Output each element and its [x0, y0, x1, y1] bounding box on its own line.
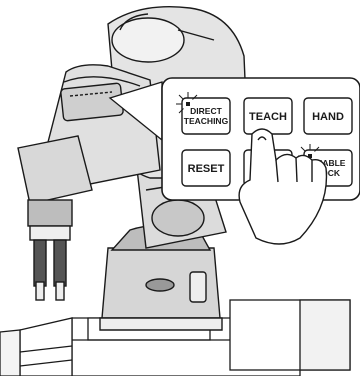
panel-button-label: RESET: [188, 163, 225, 175]
panel-button-label: DIRECT: [190, 106, 222, 116]
panel-button-label: TEACH: [249, 111, 287, 123]
panel-button-hand[interactable]: HAND: [304, 98, 352, 134]
panel-button-label: HAND: [312, 111, 344, 123]
panel-button-reset[interactable]: RESET: [182, 150, 230, 186]
robot-wrist: [18, 136, 92, 300]
panel-button-teach[interactable]: TEACH: [244, 98, 292, 134]
indicator-light-icon: [186, 102, 190, 106]
panel-button-label: TEACHING: [184, 116, 229, 126]
